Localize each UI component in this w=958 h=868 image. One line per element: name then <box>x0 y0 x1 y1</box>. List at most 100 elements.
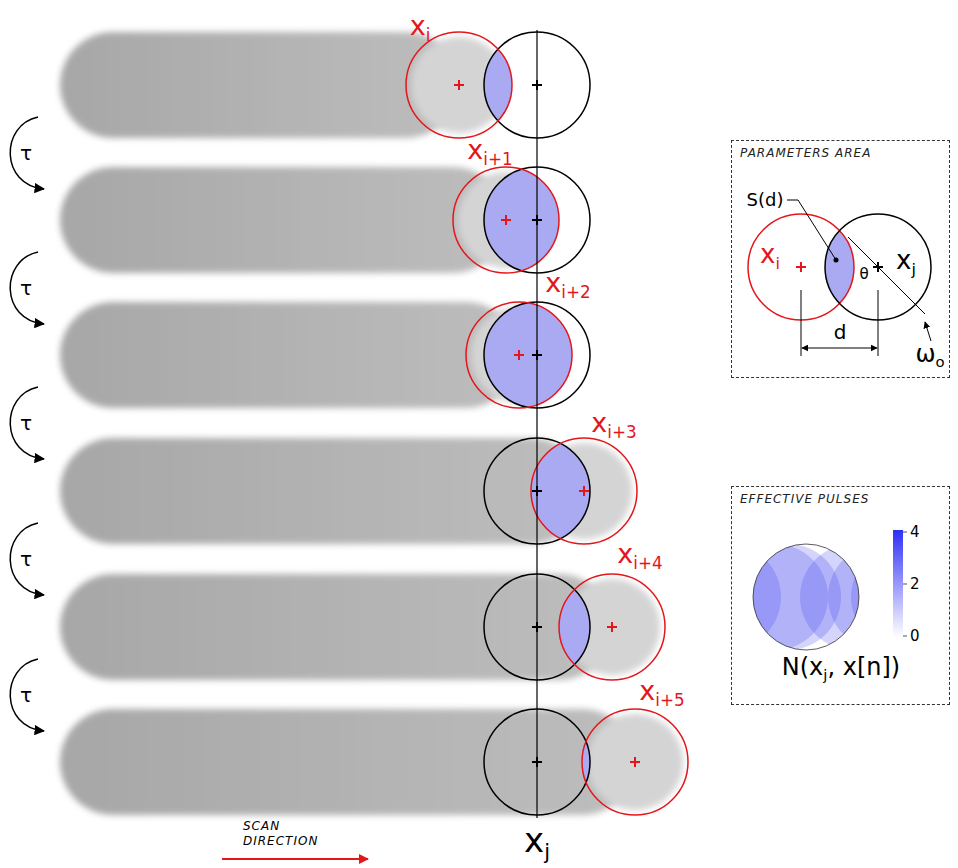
parameters-figure-part <box>848 237 925 314</box>
position-axis-part <box>536 30 537 818</box>
scan-row-part <box>453 167 559 273</box>
text-part: x <box>639 675 655 706</box>
text-part: τ <box>20 411 32 435</box>
text-part: EFFECTIVE PULSES <box>740 492 869 506</box>
subscript: i <box>775 253 779 272</box>
scan-row <box>10 574 665 731</box>
subscript: j <box>544 840 550 865</box>
colorbar-tick: 0 <box>910 629 920 644</box>
scan-row-part <box>531 438 637 544</box>
text-part: x <box>760 239 775 269</box>
text-part: τ <box>20 141 32 165</box>
scan-row-part <box>10 523 44 595</box>
effective-pulses-figure-part <box>675 544 957 650</box>
panel-title: EFFECTIVE PULSES <box>740 493 869 505</box>
parameters-figure <box>748 200 931 356</box>
scan-row-part <box>582 709 688 815</box>
text-part: x <box>467 134 483 165</box>
angle-label: θ <box>859 267 868 282</box>
scan-row-part <box>466 302 572 408</box>
distance-label: d <box>834 322 847 342</box>
parameters-figure-part <box>834 258 839 263</box>
text-part: x <box>896 245 911 275</box>
text-part: 4 <box>910 523 920 541</box>
text-part: N( <box>782 653 809 681</box>
scan-row-part <box>453 167 559 273</box>
scan-row-part <box>579 486 589 496</box>
colorbar-tick: 2 <box>910 577 920 592</box>
subscript: i+5 <box>655 690 684 710</box>
text-part: x <box>410 10 426 41</box>
text-part: x <box>524 820 544 860</box>
scan-row-part <box>60 574 612 680</box>
text-part: τ <box>20 683 32 707</box>
colorbar <box>893 530 907 637</box>
pulse-label: xi+1 <box>467 136 512 168</box>
scan-row-part <box>559 574 665 680</box>
scan-row <box>10 32 590 189</box>
scan-row <box>10 167 590 324</box>
text-part: d <box>834 320 847 344</box>
scan-row-part <box>531 438 637 544</box>
text-part: 2 <box>910 575 920 593</box>
delay-label: τ <box>20 685 32 705</box>
subscript: i+1 <box>483 149 512 169</box>
scan-row <box>10 302 590 459</box>
text-part: SCAN DIRECTION <box>243 819 318 848</box>
pulse-label: xi+5 <box>639 677 684 709</box>
parameters-figure-part <box>802 348 877 349</box>
direction-label: ωo <box>915 342 944 370</box>
text-part: , x[n]) <box>827 653 900 681</box>
position-label: xj <box>524 823 550 862</box>
scan-row-part <box>514 350 524 360</box>
text-part: S(d) <box>747 189 784 210</box>
scan-row-part <box>60 709 635 815</box>
text-part: x <box>809 653 823 681</box>
scan-row-part <box>60 438 584 544</box>
parameters-figure-part <box>787 200 836 260</box>
parameters-figure-part <box>925 322 931 341</box>
scan-row-part <box>10 659 44 731</box>
parameters-figure-part <box>801 290 878 356</box>
scan-row-part <box>60 32 459 138</box>
text-part: 0 <box>910 627 920 645</box>
pulse-label: xi+3 <box>591 409 636 441</box>
scan-arrow-part <box>222 858 368 860</box>
text-part: θ <box>859 265 868 283</box>
area-label: S(d) <box>747 191 784 209</box>
subscript: i <box>426 25 431 45</box>
text-part: PARAMETERS AREA <box>740 146 871 160</box>
scan-direction-label: SCAN DIRECTION <box>243 819 343 849</box>
effective-pulses-panel: EFFECTIVE PULSESN(xj, x[n]) <box>731 486 950 705</box>
effective-pulses-figure <box>675 544 957 650</box>
scan-row-part <box>607 622 617 632</box>
pulse-label: xi <box>760 241 780 272</box>
subscript: i+3 <box>607 422 636 442</box>
subscript: i+2 <box>561 282 590 302</box>
scan-row <box>10 438 637 595</box>
delay-label: τ <box>20 143 32 163</box>
scan-row-part <box>406 32 512 138</box>
effective-pulses-figure-part-part <box>851 544 957 650</box>
pulse-label: xi <box>410 12 431 44</box>
panel-title: PARAMETERS AREA <box>740 147 871 159</box>
scan-row-part <box>587 714 683 810</box>
delay-label: τ <box>20 278 32 298</box>
scan-arrow <box>222 859 368 860</box>
scan-row-part <box>10 117 44 189</box>
pulse-label: xi+2 <box>545 269 590 301</box>
text-part: τ <box>20 547 32 571</box>
scan-row-part <box>10 252 44 324</box>
scan-row-part <box>60 167 506 273</box>
scan-row-part <box>582 709 688 815</box>
effective-pulses-figure-part <box>753 544 859 650</box>
scan-row-part <box>406 32 512 138</box>
colorbar-part <box>903 532 907 636</box>
text-part: x <box>591 407 607 438</box>
text-part: x <box>617 538 633 569</box>
text-part: τ <box>20 276 32 300</box>
scan-row-part <box>559 574 665 680</box>
scan-row-part <box>10 387 44 459</box>
